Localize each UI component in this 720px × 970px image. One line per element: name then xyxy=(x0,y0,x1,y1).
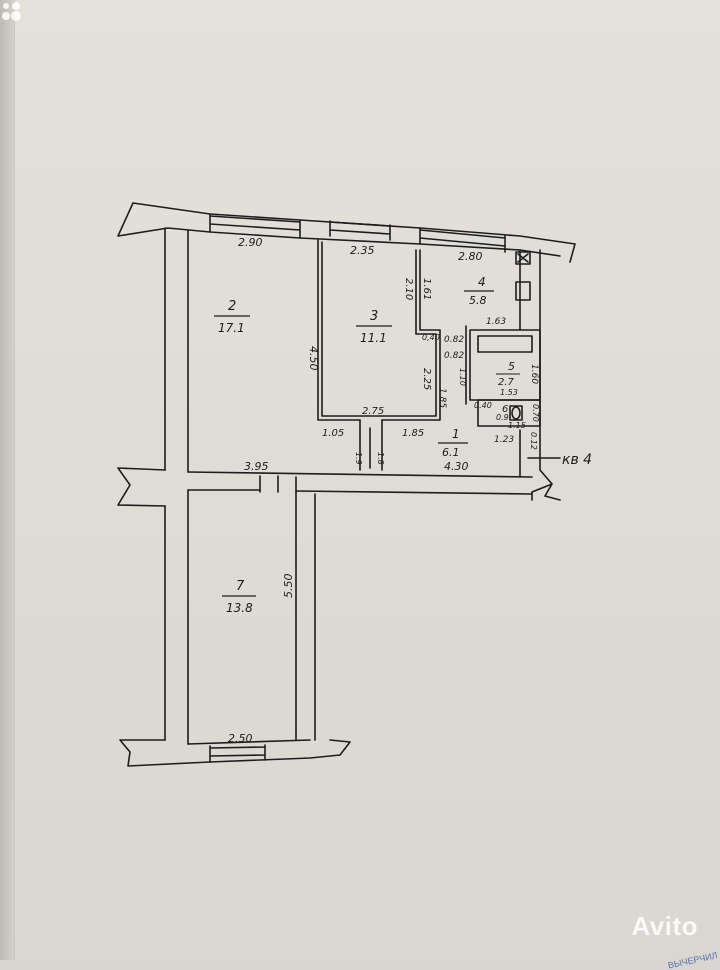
dim-4-30: 4.30 xyxy=(444,460,469,473)
dim-1-15: 1.15 xyxy=(508,421,526,430)
dim-0-70: 0.70 xyxy=(531,404,540,422)
room-5-number: 5 xyxy=(508,360,515,373)
dim-2-25: 2.25 xyxy=(421,368,432,390)
window-room7 xyxy=(209,744,266,763)
dim-0-12: 0.12 xyxy=(529,432,538,450)
dim-1-9: 1.9 xyxy=(354,452,363,465)
bathtub xyxy=(477,335,533,353)
dim-2-10: 2.10 xyxy=(403,278,414,300)
kitchen-sink xyxy=(515,251,531,265)
dim-1-85b: 1.85 xyxy=(402,428,424,439)
paper-sheet xyxy=(14,0,720,960)
dim-4-50: 4.50 xyxy=(307,346,320,371)
dim-2-35: 2.35 xyxy=(350,244,375,257)
room-6-number: 6 xyxy=(502,404,508,415)
dim-0-9: 0.9 xyxy=(496,413,509,422)
dim-0-82a: 0.82 xyxy=(444,335,464,345)
room7-right-wall xyxy=(295,491,316,741)
bottom-exterior-wall xyxy=(119,739,351,767)
dim-1-61: 1.61 xyxy=(421,278,432,300)
room3-walls xyxy=(321,241,437,417)
dim-3-95: 3.95 xyxy=(244,460,269,473)
avito-watermark: Avito xyxy=(631,911,698,941)
left-exterior-wall xyxy=(164,227,189,473)
dim-0-40b: 0.40 xyxy=(474,401,492,410)
dim-2-75: 2.75 xyxy=(362,406,384,417)
dim-1-8: 1.8 xyxy=(376,452,385,465)
dim-1-10: 1.10 xyxy=(458,368,467,386)
toilet-fixture xyxy=(509,405,523,421)
door-room3 xyxy=(359,419,383,471)
dim-5-50: 5.50 xyxy=(282,574,295,599)
dim-0-40: 0,40 xyxy=(422,333,440,342)
kitchen-stove xyxy=(515,281,531,301)
dim-2-50: 2.50 xyxy=(228,732,253,745)
window-room4 xyxy=(419,227,506,253)
room-2-number: 2 xyxy=(228,299,236,314)
window-room3 xyxy=(329,220,391,241)
room-1-area: 6.1 xyxy=(442,446,460,459)
dim-0-82b: 0.82 xyxy=(444,351,464,361)
dim-1-60: 1.60 xyxy=(529,364,539,384)
room-3-area: 11.1 xyxy=(360,331,387,345)
room-3-number: 3 xyxy=(370,309,378,324)
dim-1-53: 1.53 xyxy=(500,388,518,397)
window-room2 xyxy=(209,213,301,239)
dim-1-63: 1.63 xyxy=(486,317,506,327)
top-exterior-wall xyxy=(117,202,576,263)
room-5-area: 2.7 xyxy=(498,377,515,388)
corridor-wall xyxy=(187,471,533,495)
door-room7 xyxy=(259,475,297,493)
apartment-label: кв 4 xyxy=(562,452,592,468)
room-4-area: 5.8 xyxy=(469,294,487,307)
dim-1-85a: 1.85 xyxy=(437,388,447,408)
room-7-area: 13.8 xyxy=(226,601,253,615)
dim-1-23: 1.23 xyxy=(494,435,514,445)
room-7-number: 7 xyxy=(236,579,245,594)
left-wall-stub xyxy=(117,467,166,507)
left-exterior-wall-lower xyxy=(164,489,189,745)
avito-logo-icon xyxy=(2,2,21,21)
dim-1-05: 1.05 xyxy=(322,428,344,439)
dim-2-90: 2.90 xyxy=(238,236,263,249)
room-4-number: 4 xyxy=(478,275,486,289)
dim-2-80: 2.80 xyxy=(458,250,483,263)
room-1-number: 1 xyxy=(452,427,460,441)
room-2-area: 17.1 xyxy=(218,321,245,335)
room2-right-wall xyxy=(317,239,441,421)
paper-fold-edge xyxy=(0,0,14,960)
right-exterior-wall xyxy=(519,249,561,501)
toilet-bowl xyxy=(511,406,521,420)
